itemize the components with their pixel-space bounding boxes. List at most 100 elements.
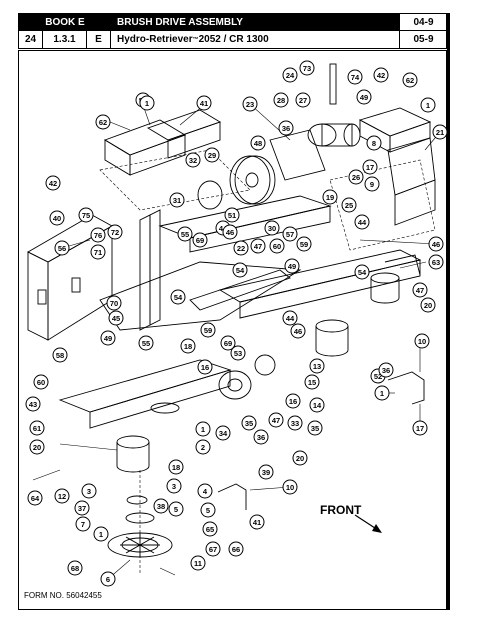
hydraulic-motor (307, 63, 361, 147)
callout-60: 60 (33, 374, 49, 390)
callout-46: 46 (290, 323, 306, 339)
svg-text:54: 54 (358, 268, 367, 277)
svg-text:62: 62 (99, 118, 107, 127)
svg-text:9: 9 (370, 180, 374, 189)
callout-29: 29 (204, 147, 220, 163)
callout-69: 69 (192, 232, 208, 248)
svg-text:5: 5 (206, 506, 210, 515)
svg-text:54: 54 (236, 266, 245, 275)
callout-10: 10 (282, 479, 298, 495)
callout-54: 54 (170, 289, 186, 305)
callout-17: 17 (362, 159, 378, 175)
callout-6: 6 (100, 571, 116, 587)
callout-16: 16 (285, 393, 301, 409)
callout-40: 40 (49, 210, 65, 226)
callout-54: 54 (232, 262, 248, 278)
callout-24: 24 (282, 67, 298, 83)
svg-text:20: 20 (424, 301, 432, 310)
callout-1: 1 (420, 97, 436, 113)
svg-text:10: 10 (286, 483, 294, 492)
callout-46: 46 (222, 224, 238, 240)
callout-46: 46 (428, 236, 444, 252)
svg-text:23: 23 (246, 100, 254, 109)
front-arrow (354, 514, 382, 533)
svg-text:11: 11 (194, 559, 202, 568)
callout-20: 20 (29, 439, 45, 455)
svg-text:15: 15 (308, 378, 316, 387)
callout-12: 12 (54, 488, 70, 504)
book-label: BOOK E (19, 14, 111, 31)
callout-31: 31 (169, 192, 185, 208)
header-table: BOOK E BRUSH DRIVE ASSEMBLY 04-9 24 1.3.… (18, 13, 447, 49)
svg-text:20: 20 (33, 443, 41, 452)
svg-text:5: 5 (174, 505, 178, 514)
callout-58: 58 (52, 347, 68, 363)
callout-20: 20 (420, 297, 436, 313)
svg-text:55: 55 (181, 230, 189, 239)
svg-text:28: 28 (277, 96, 285, 105)
callout-53: 53 (230, 345, 246, 361)
svg-text:1: 1 (380, 389, 384, 398)
svg-text:49: 49 (104, 334, 112, 343)
svg-text:46: 46 (226, 228, 234, 237)
trademark: ™ (192, 36, 199, 43)
revision-date-top: 04-9 (399, 14, 447, 31)
svg-text:7: 7 (81, 520, 85, 529)
callout-18: 18 (168, 459, 184, 475)
callout-5: 5 (200, 502, 216, 518)
diagram-frame (18, 50, 447, 610)
callout-23: 23 (242, 96, 258, 112)
callout-36: 36 (378, 362, 394, 378)
svg-text:57: 57 (286, 230, 294, 239)
svg-text:61: 61 (33, 424, 41, 433)
svg-text:46: 46 (432, 240, 440, 249)
svg-text:34: 34 (219, 429, 228, 438)
callout-27: 27 (295, 92, 311, 108)
svg-text:64: 64 (31, 494, 40, 503)
section-number: 1.3.1 (43, 31, 87, 48)
callout-38: 38 (153, 498, 169, 514)
callout-75: 75 (78, 207, 94, 223)
callout-60: 60 (269, 238, 285, 254)
model-suffix: 2052 / CR 1300 (198, 34, 269, 45)
callout-7: 7 (75, 516, 91, 532)
svg-text:76: 76 (94, 231, 102, 240)
svg-text:27: 27 (299, 96, 307, 105)
svg-text:44: 44 (358, 218, 367, 227)
svg-text:41: 41 (200, 99, 208, 108)
svg-text:47: 47 (254, 242, 262, 251)
callout-49: 49 (356, 89, 372, 105)
svg-text:35: 35 (245, 419, 253, 428)
svg-text:31: 31 (173, 196, 181, 205)
leader-lines (32, 103, 441, 580)
callout-70: 70 (106, 295, 122, 311)
svg-text:65: 65 (206, 525, 214, 534)
svg-text:73: 73 (303, 64, 311, 73)
svg-text:12: 12 (58, 492, 66, 501)
svg-text:37: 37 (78, 504, 86, 513)
callout-11: 11 (190, 555, 206, 571)
svg-text:71: 71 (94, 248, 102, 257)
revision-date-bottom: 05-9 (399, 31, 447, 48)
callout-59: 59 (200, 322, 216, 338)
pivot-column (139, 209, 161, 331)
svg-text:70: 70 (110, 299, 118, 308)
callout-36: 36 (278, 120, 294, 136)
svg-text:6: 6 (106, 575, 110, 584)
svg-text:60: 60 (37, 378, 45, 387)
svg-text:22: 22 (237, 244, 245, 253)
callout-28: 28 (273, 92, 289, 108)
svg-text:72: 72 (111, 228, 119, 237)
callout-1: 1 (195, 421, 211, 437)
callout-36: 36 (253, 429, 269, 445)
svg-text:13: 13 (313, 362, 321, 371)
svg-text:42: 42 (49, 179, 57, 188)
drive-pulley (197, 129, 326, 210)
callout-17: 17 (412, 420, 428, 436)
svg-text:3: 3 (172, 482, 176, 491)
callout-26: 26 (348, 169, 364, 185)
callout-8: 8 (366, 135, 382, 151)
svg-text:47: 47 (416, 286, 424, 295)
callout-34: 34 (215, 425, 231, 441)
